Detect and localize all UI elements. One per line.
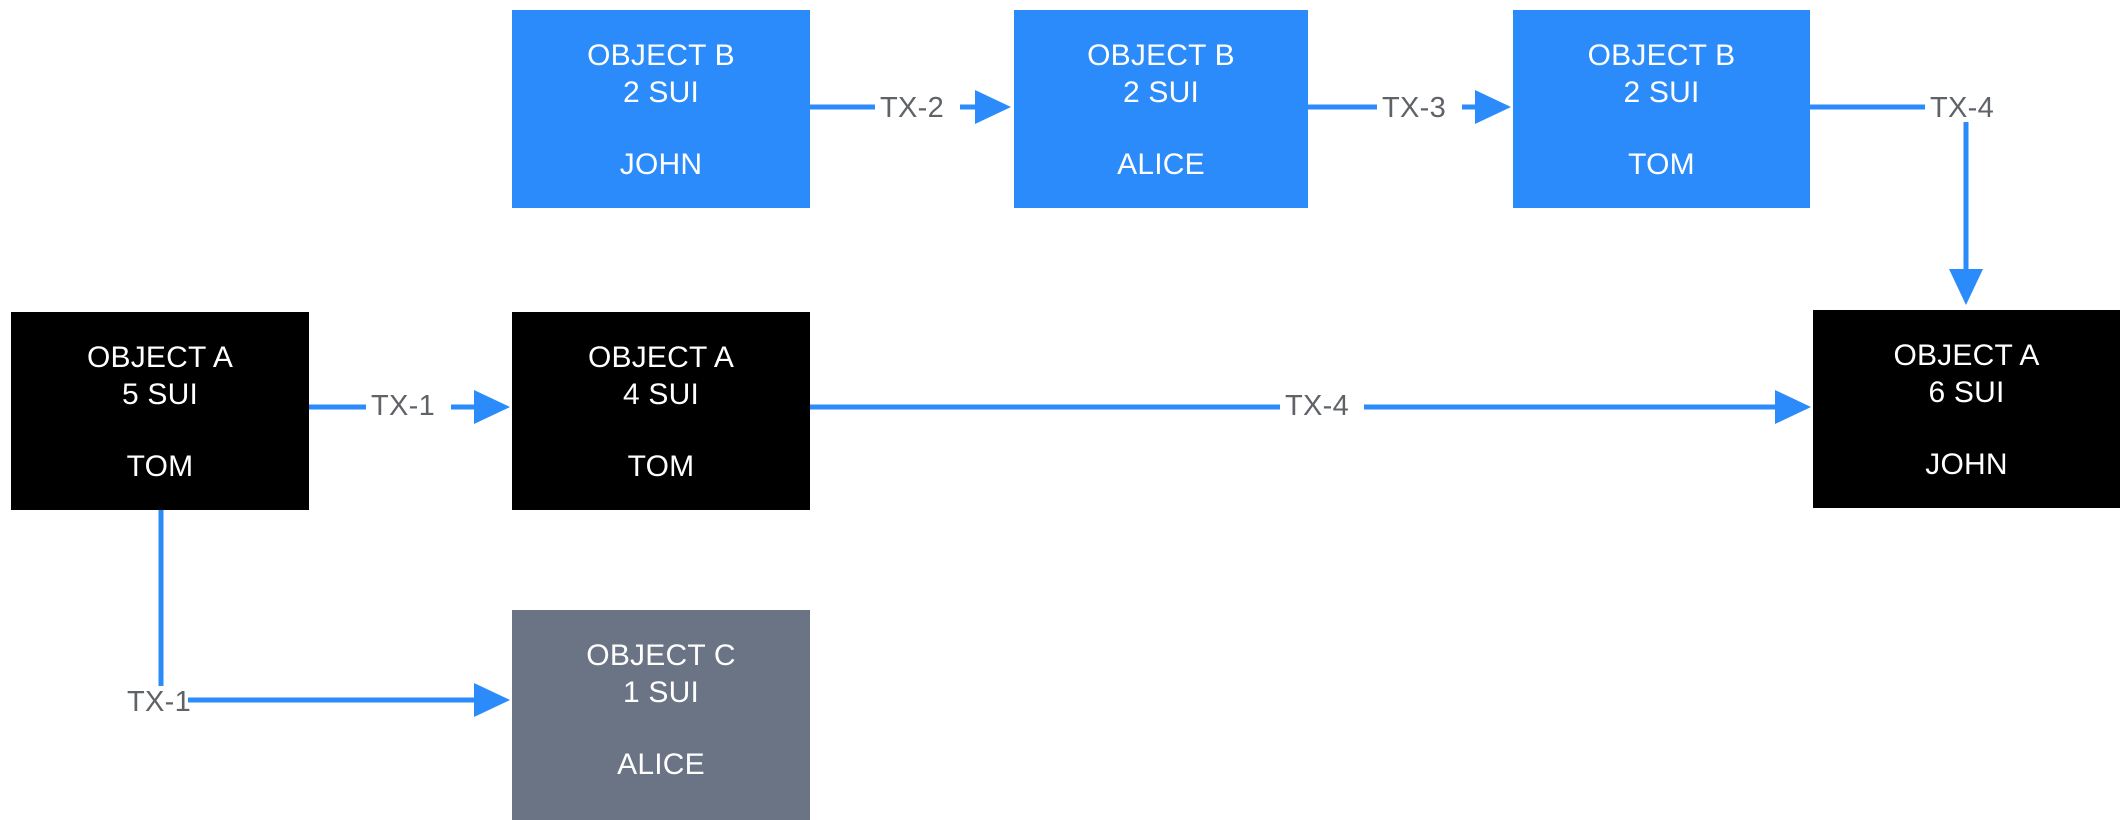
object-node-object-b-tom[interactable]: OBJECT B 2 SUI TOM: [1513, 10, 1810, 208]
object-node-owner: ALICE: [1117, 148, 1205, 182]
edge-label-tx-2: TX-2: [880, 92, 945, 124]
edge-label-tx-4-main: TX-4: [1285, 390, 1350, 422]
edge-label-tx-4-vertical: TX-4: [1930, 92, 1995, 124]
object-node-object-a-6sui-john[interactable]: OBJECT A 6 SUI JOHN: [1813, 310, 2120, 508]
object-node-owner: ALICE: [617, 748, 705, 782]
object-node-title: OBJECT A 5 SUI: [86, 341, 234, 411]
object-node-object-b-john[interactable]: OBJECT B 2 SUI JOHN: [512, 10, 810, 208]
object-node-owner: TOM: [126, 450, 194, 484]
object-node-owner: JOHN: [619, 148, 703, 182]
object-node-title: OBJECT B 2 SUI: [587, 39, 735, 109]
object-node-object-a-5sui-tom[interactable]: OBJECT A 5 SUI TOM: [11, 312, 309, 510]
object-node-object-b-alice[interactable]: OBJECT B 2 SUI ALICE: [1014, 10, 1308, 208]
object-node-owner: TOM: [1628, 148, 1695, 182]
object-node-owner: TOM: [627, 450, 695, 484]
object-node-title: OBJECT B 2 SUI: [1087, 39, 1235, 109]
object-node-title: OBJECT A 6 SUI: [1893, 339, 2040, 409]
edge-label-tx-1-split: TX-1: [127, 686, 192, 718]
edge-tx-1-split: [158, 510, 511, 717]
edge-label-tx-3: TX-3: [1382, 92, 1447, 124]
object-node-object-c-alice[interactable]: OBJECT C 1 SUI ALICE: [512, 610, 810, 820]
edge-label-tx-1-main: TX-1: [371, 390, 436, 422]
object-node-title: OBJECT C 1 SUI: [586, 639, 736, 709]
object-node-object-a-4sui-tom[interactable]: OBJECT A 4 SUI TOM: [512, 312, 810, 510]
edge-tx-4-vertical: [1810, 104, 1983, 306]
object-node-title: OBJECT A 4 SUI: [587, 341, 735, 411]
object-node-title: OBJECT B 2 SUI: [1587, 39, 1736, 109]
object-node-owner: JOHN: [1925, 448, 2008, 482]
